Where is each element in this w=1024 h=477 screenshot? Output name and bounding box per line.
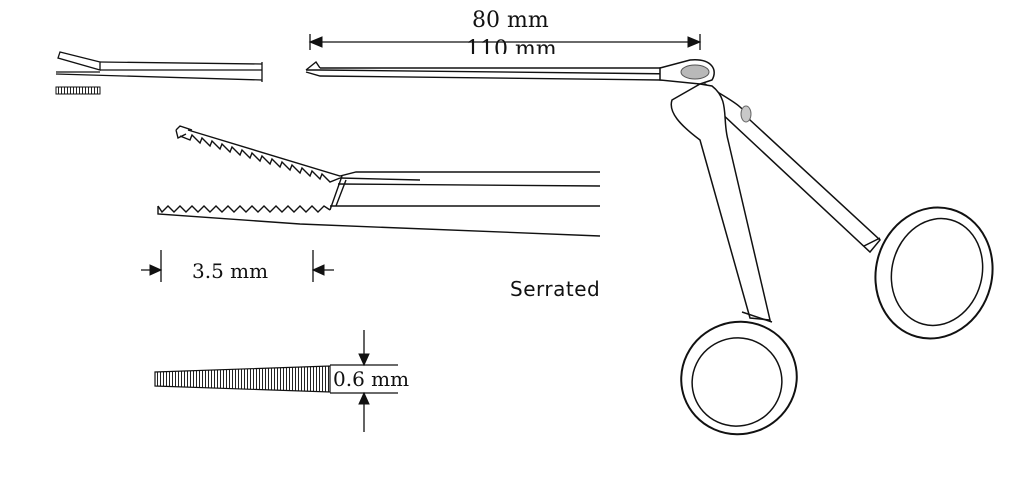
length-dimension (308, 34, 702, 50)
instrument-shaft (305, 60, 701, 81)
jaw-width-dimension (330, 330, 398, 432)
jaw-detail (157, 125, 601, 237)
handle-assembly (659, 59, 994, 436)
length-label-110: 110 mm (466, 38, 557, 54)
jaw-width-label: 0.6 mm (333, 367, 410, 391)
jaw-length-label: 3.5 mm (192, 259, 269, 283)
jaw-type-label: Serrated (510, 277, 601, 301)
overview-thumbnail (55, 51, 263, 95)
jaw-cross-section (154, 365, 331, 393)
jaw-length-dimension (141, 250, 334, 282)
length-label-80: 80 mm (472, 8, 549, 33)
